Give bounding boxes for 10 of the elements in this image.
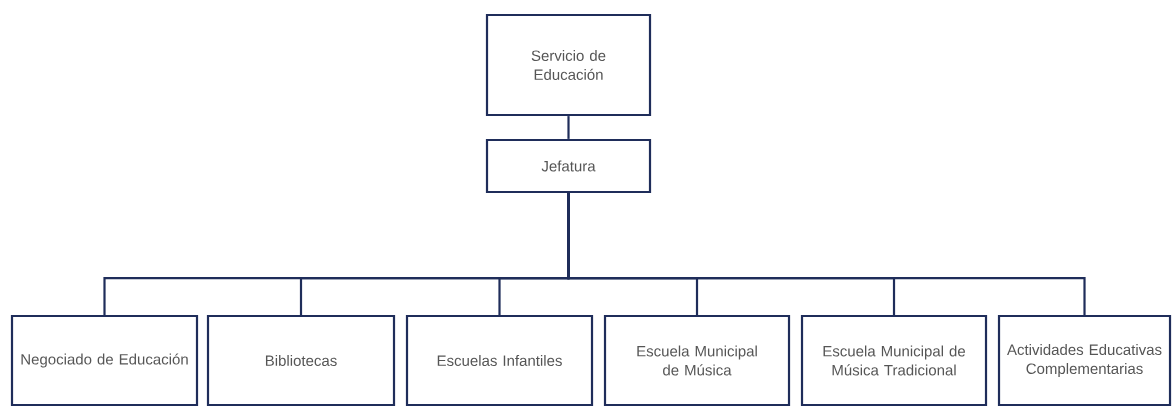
org-box: Bibliotecas bbox=[206, 314, 396, 407]
org-box: Escuela Municipal de Música bbox=[603, 314, 791, 407]
connector-line bbox=[567, 116, 570, 139]
org-box: Actividades Educativas Complementarias bbox=[997, 314, 1172, 407]
org-box: Negociado de Educación bbox=[10, 314, 199, 407]
org-box: Escuela Municipal de Música Tradicional bbox=[800, 314, 988, 407]
org-box: Escuelas Infantiles bbox=[405, 314, 594, 407]
connector-line bbox=[567, 193, 1086, 315]
org-box: Jefatura bbox=[485, 138, 652, 194]
org-box: Servicio de Educación bbox=[485, 13, 652, 117]
